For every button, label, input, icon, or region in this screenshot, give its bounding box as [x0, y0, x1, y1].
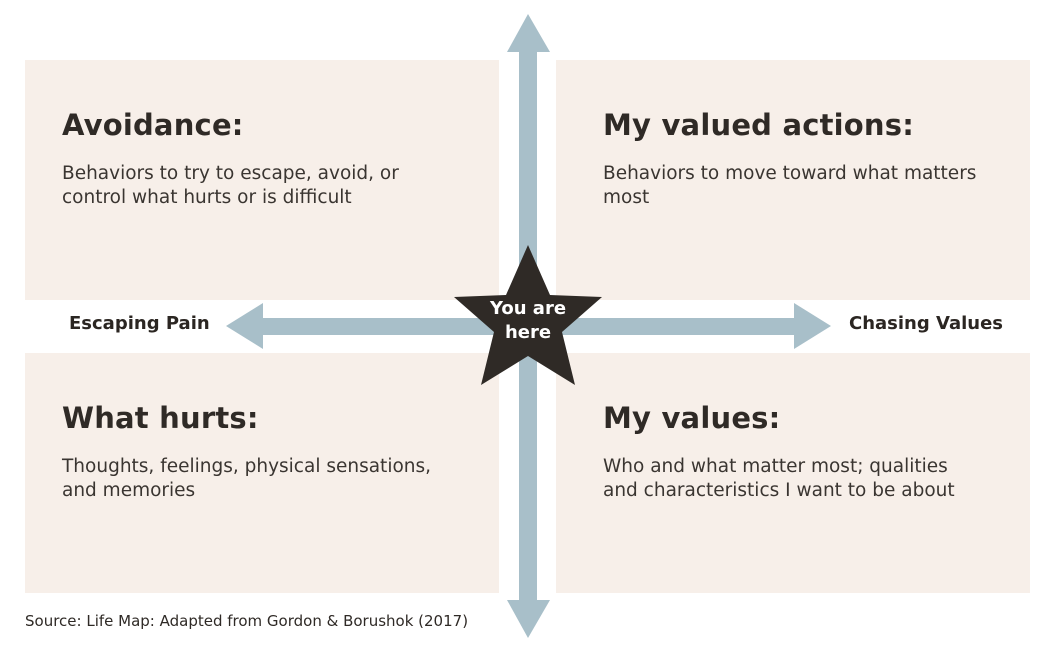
center-line-1: You are: [489, 298, 567, 319]
quadrant-title: What hurts:: [62, 401, 259, 435]
quadrant-title: Avoidance:: [62, 108, 244, 142]
quadrant-description: Thoughts, feelings, physical sensations,…: [62, 456, 432, 501]
quadrant-title: My values:: [603, 401, 781, 435]
quadrant-avoidance: Avoidance: Behaviors to try to escape, a…: [25, 60, 499, 300]
source-citation: Source: Life Map: Adapted from Gordon & …: [25, 612, 469, 630]
axis-label-escaping-pain: Escaping Pain: [69, 313, 210, 334]
quadrant-valued-actions: My valued actions: Behaviors to move tow…: [556, 60, 1030, 300]
star-icon: [454, 245, 602, 385]
quadrant-my-values: My values: Who and what matter most; qua…: [556, 353, 1030, 593]
quadrant-title: My valued actions:: [603, 108, 915, 142]
axis-label-chasing-values: Chasing Values: [849, 313, 1004, 334]
quadrant-description: Who and what matter most; qualities and …: [603, 456, 955, 501]
you-are-here-label: You are here: [478, 297, 578, 345]
quadrant-description: Behaviors to move toward what matters mo…: [603, 163, 977, 208]
quadrant-what-hurts: What hurts: Thoughts, feelings, physical…: [25, 353, 499, 593]
center-line-2: here: [504, 322, 552, 343]
quadrant-description: Behaviors to try to escape, avoid, or co…: [62, 163, 399, 208]
